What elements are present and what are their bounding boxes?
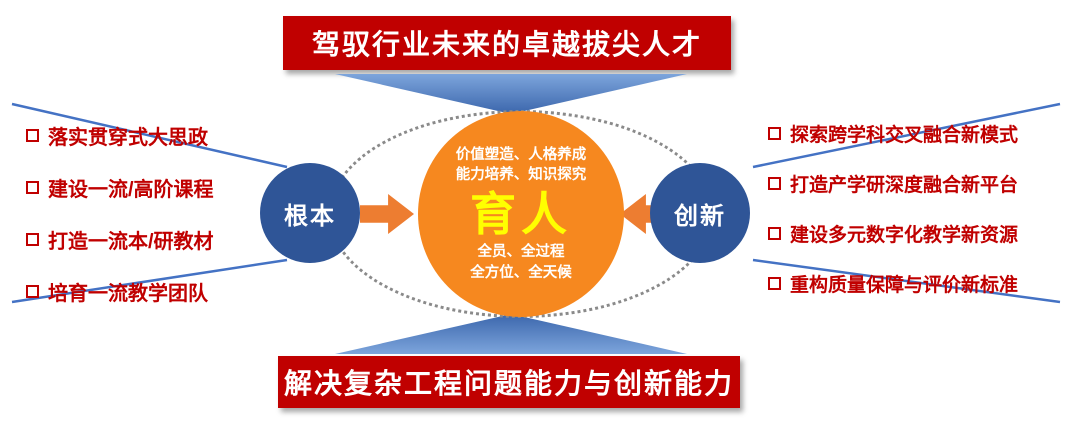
list-item: 探索跨学科交叉融合新模式 (768, 120, 1018, 147)
chevron-up-shape (335, 314, 687, 354)
square-bullet-icon (26, 285, 39, 298)
list-item-label: 探索跨学科交叉融合新模式 (790, 125, 1019, 146)
top-banner-title: 驾驭行业未来的卓越拔尖人才 (283, 16, 731, 70)
list-item: 培育一流教学团队 (26, 277, 214, 306)
list-item: 落实贯穿式大思政 (26, 121, 214, 150)
list-item: 建设一流/高阶课程 (26, 173, 214, 202)
square-bullet-icon (768, 127, 781, 140)
list-item-label: 建设一流/高阶课程 (48, 179, 214, 201)
list-item-label: 落实贯穿式大思政 (48, 127, 208, 149)
right-circle-chuangxin: 创新 (650, 163, 750, 263)
square-bullet-icon (26, 181, 39, 194)
center-circle-yuren: 价值塑造、人格养成 能力培养、知识探究 育人 全员、全过程 全方位、全天候 (418, 111, 624, 317)
left-circle-genben: 根本 (260, 163, 360, 263)
list-item-label: 培育一流教学团队 (48, 283, 208, 305)
list-item: 打造产学研深度融合新平台 (768, 170, 1018, 197)
left-list: 落实贯穿式大思政 建设一流/高阶课程 打造一流本/研教材 培育一流教学团队 (26, 121, 214, 306)
square-bullet-icon (768, 177, 781, 190)
list-item-label: 打造一流本/研教材 (48, 231, 214, 253)
square-bullet-icon (768, 277, 781, 290)
list-item-label: 打造产学研深度融合新平台 (790, 175, 1019, 196)
center-main-label: 育人 (470, 187, 572, 240)
list-item: 建设多元数字化教学新资源 (768, 220, 1018, 247)
square-bullet-icon (768, 227, 781, 240)
list-item: 重构质量保障与评价新标准 (768, 270, 1018, 297)
list-item: 打造一流本/研教材 (26, 225, 214, 254)
chevron-down-shape (335, 74, 687, 114)
center-line-2: 能力培养、知识探究 (455, 167, 587, 184)
list-item-label: 建设多元数字化教学新资源 (790, 225, 1019, 246)
center-line-3: 全员、全过程 (477, 244, 565, 261)
center-line-1: 价值塑造、人格养成 (455, 147, 587, 164)
bottom-banner-title: 解决复杂工程问题能力与创新能力 (278, 356, 740, 408)
square-bullet-icon (26, 129, 39, 142)
square-bullet-icon (26, 233, 39, 246)
center-line-4: 全方位、全天候 (470, 264, 572, 281)
list-item-label: 重构质量保障与评价新标准 (790, 275, 1019, 296)
right-list: 探索跨学科交叉融合新模式 打造产学研深度融合新平台 建设多元数字化教学新资源 重… (768, 120, 1018, 297)
